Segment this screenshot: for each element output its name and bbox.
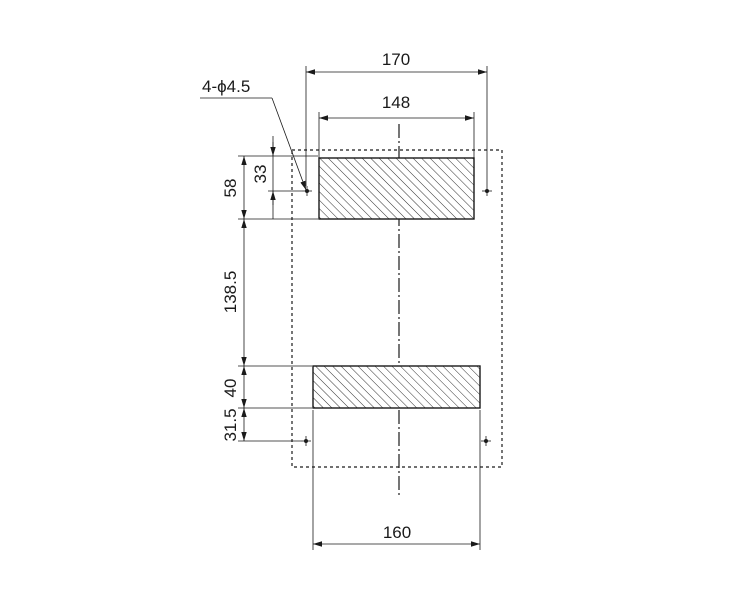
dimension-138-5-label: 138.5 [221,271,240,314]
hole-callout: 4-ϕ4.5 [200,77,307,191]
dimension-40: 40 [221,366,247,408]
dimension-40-label: 40 [221,379,240,398]
dimension-33: 33 [251,136,276,219]
dimension-138-5: 138.5 [221,219,247,366]
dimension-58: 58 [221,156,247,219]
mounting-hole-bottom-right [481,436,491,446]
dimension-148-label: 148 [382,93,410,112]
hole-callout-label: 4-ϕ4.5 [202,77,250,96]
dimension-160-label: 160 [383,523,411,542]
dimension-170: 170 [306,50,487,75]
mounting-hole-top-left [302,186,312,196]
dimension-31-5: 31.5 [221,408,247,442]
mounting-hole-bottom-left [301,436,311,446]
dimension-31-5-label: 31.5 [221,408,240,441]
enclosure-outline [291,149,503,468]
mounting-hole-top-right [482,186,492,196]
dimension-160: 160 [313,523,480,547]
dimension-170-label: 170 [382,50,410,69]
bottom-cutout [312,365,481,409]
dimension-148: 148 [319,93,474,121]
dimension-33-label: 33 [251,165,270,184]
dimension-58-label: 58 [221,179,240,198]
top-cutout [318,157,475,220]
